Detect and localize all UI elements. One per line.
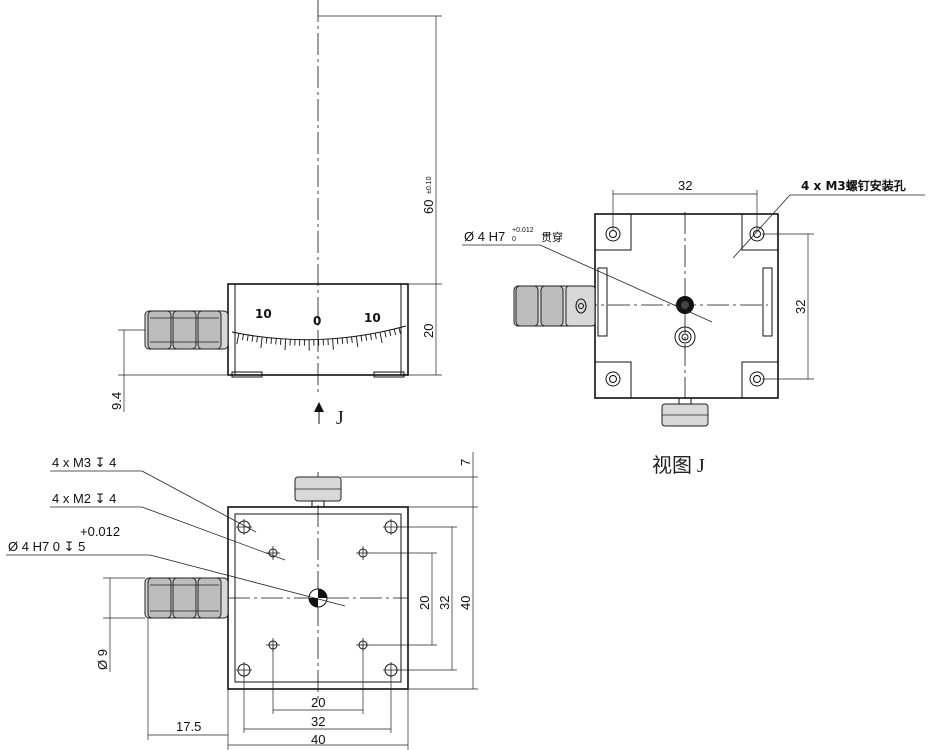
scale-tick (336, 338, 339, 345)
view-j-bottom-knob (661, 397, 709, 427)
scale-tick (270, 337, 273, 345)
scale-tick (346, 337, 348, 344)
scale-tick (379, 332, 383, 344)
top-dim-bottom-32: 32 (311, 714, 325, 729)
top-note-h7: Ø 4 H7 0 ↧ 5 (8, 539, 85, 554)
front-dim-height-tolerance: ±0.10 (426, 176, 433, 194)
view-j-dim-top-value: 32 (678, 178, 692, 193)
view-j-knob (513, 285, 596, 327)
top-dim-knob-dia: Ø 9 (95, 577, 145, 672)
view-j-tab-tr (741, 213, 779, 251)
top-view: 4 x M3 ↧ 4 4 x M2 ↧ 4 +0.012 Ø 4 H7 0 ↧ … (6, 452, 478, 750)
scale-tick (389, 330, 392, 337)
top-dim-top-7: 7 (458, 459, 473, 466)
top-dim-knob-len-value: 17.5 (176, 719, 201, 734)
front-knob (144, 310, 229, 350)
scale-tick (265, 337, 268, 344)
top-note-h7-tol: +0.012 (80, 524, 120, 539)
top-dim-right-32: 32 (437, 596, 452, 610)
view-j-tab-br (741, 361, 779, 399)
scale-tick (256, 336, 258, 343)
top-dim-right: 20 32 40 7 (341, 452, 478, 690)
view-j-hole-note-suffix: 贯穿 (541, 230, 563, 244)
top-note-m2: 4 x M2 ↧ 4 (52, 491, 116, 506)
scale-tick (351, 336, 353, 343)
top-dim-knob-dia-value: Ø 9 (95, 649, 110, 670)
view-j-tab-bl (594, 361, 632, 399)
scale-tick (370, 333, 372, 340)
top-left-knob (144, 577, 229, 619)
view-j-arrow (314, 402, 324, 424)
front-dim-body-height: 20 (421, 324, 436, 338)
scale-tick (332, 338, 334, 350)
scale-tick (242, 334, 244, 341)
top-knob (294, 476, 342, 508)
scale-tick (384, 331, 387, 338)
view-j-slot-left (597, 267, 608, 337)
view-j-screw-leader (732, 194, 791, 259)
scale-tick (251, 335, 254, 342)
front-scale-label-center: 0 (313, 314, 321, 328)
front-scale-label-right: 10 (364, 311, 381, 325)
scale-tick (275, 338, 277, 345)
scale-tick (398, 327, 401, 334)
view-j-dim-right-value: 32 (793, 300, 808, 314)
front-foot-right (373, 371, 405, 378)
front-scale-label-left: 10 (255, 307, 272, 321)
view-j-slot-right (762, 267, 773, 337)
scale-tick (236, 333, 240, 345)
top-dim-knob-len: 17.5 (147, 618, 228, 740)
view-j-dim-right: 32 (762, 233, 814, 380)
top-center-hole (308, 588, 328, 608)
scale-tick (374, 333, 377, 340)
scale-tick (284, 339, 287, 351)
front-dim-vertical: 60 ±0.10 20 (318, 15, 442, 376)
scale-tick (246, 334, 249, 341)
top-dim-right-20: 20 (417, 596, 432, 610)
front-dim-height-total: 60 (421, 200, 436, 214)
front-scale-ticks (236, 327, 401, 351)
view-j: 32 32 4 x M3螺钉安装孔 Ø 4 H7 +0.012 0 贯穿 视图 … (462, 178, 925, 477)
scale-tick (360, 335, 363, 342)
front-foot-left (231, 371, 263, 378)
scale-tick (393, 328, 397, 336)
view-j-hole-tol-bottom: 0 (512, 236, 516, 243)
view-j-caption: 视图 J (652, 454, 705, 477)
scale-tick (341, 337, 344, 344)
top-dim-bottom-20: 20 (311, 695, 325, 710)
front-dim-knob-offset: 9.4 (109, 392, 124, 410)
top-note-m3: 4 x M3 ↧ 4 (52, 455, 116, 470)
view-j-hole-note-prefix: Ø 4 H7 (464, 229, 505, 244)
view-j-lower-hole (674, 326, 696, 348)
top-dim-right-40: 40 (458, 596, 473, 610)
top-leaders (6, 470, 346, 607)
top-dim-bottom-40: 40 (311, 732, 325, 747)
view-j-screw-note: 4 x M3螺钉安装孔 (801, 178, 906, 193)
top-dim-bottom: 20 32 40 (227, 645, 409, 750)
scale-tick (260, 336, 263, 348)
view-j-arrow-label: J (336, 407, 344, 429)
scale-tick (355, 336, 359, 348)
view-j-hole-tol-top: +0.012 (512, 227, 534, 234)
front-view: 10 0 10 9.4 60 ±0.10 20 (109, 0, 442, 429)
view-j-dim-top: 32 (612, 178, 758, 230)
scale-tick (365, 334, 368, 341)
front-dim-9-4: 9.4 (109, 329, 228, 412)
